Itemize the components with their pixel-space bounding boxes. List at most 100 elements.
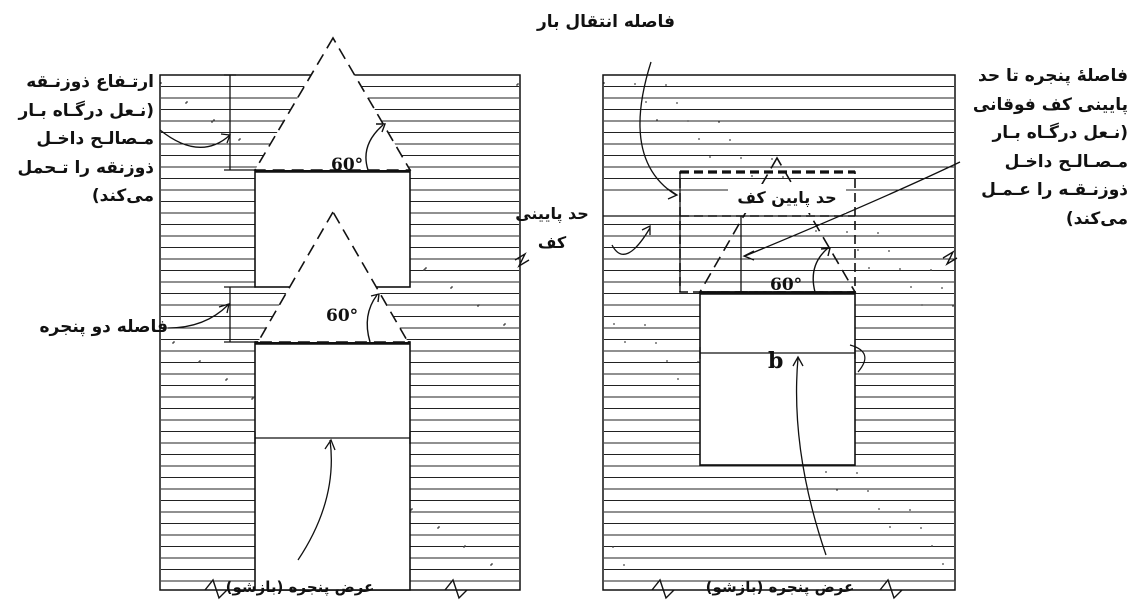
right-break-mark-2 (879, 578, 903, 600)
left-upper-angle-arc (365, 124, 384, 171)
left-lower-load-triangle (256, 210, 410, 343)
mortar-speck (888, 250, 890, 252)
mortar-speck (709, 156, 711, 158)
right-break-mark-1 (651, 578, 675, 600)
mortar-speck (623, 564, 625, 566)
right-break-mark-side (942, 250, 958, 266)
mortar-speck (941, 287, 943, 289)
mortar-speck (815, 230, 817, 232)
mortar-speck (868, 267, 870, 269)
mortar-speck (225, 379, 227, 381)
mortar-speck (665, 84, 667, 86)
mortar-speck (198, 361, 200, 363)
right-transfer-leader (639, 61, 677, 196)
mortar-speck (644, 324, 646, 326)
right-floor-edge-leader (611, 227, 651, 255)
mortar-speck (612, 546, 614, 548)
mortar-speck (503, 324, 505, 326)
mortar-speck (238, 139, 240, 141)
right-wall-outline (602, 74, 956, 591)
left-lower-window (254, 341, 411, 591)
mortar-speck (729, 139, 731, 141)
left-width-arrow (324, 438, 336, 451)
left-upper-angle-arrow (376, 123, 387, 133)
mortar-speck (856, 472, 858, 474)
mortar-speck (437, 527, 439, 529)
left-break-mark-2 (444, 578, 468, 600)
left-gap-leader (167, 304, 229, 329)
right-window (699, 291, 856, 466)
mortar-speck (490, 564, 492, 566)
mortar-speck (687, 120, 689, 122)
left-arch-height-arrow (220, 133, 231, 144)
mortar-speck (740, 157, 742, 159)
right-distance-arrow (742, 250, 755, 261)
right-distance-label: فاصلۀ پنجره تا حد پایینی کف فوقانی (نـعل… (972, 66, 1128, 229)
mortar-speck (634, 83, 636, 85)
mortar-speck (172, 342, 174, 344)
mortar-speck (825, 471, 827, 473)
left-gap-arrow (218, 303, 230, 314)
mortar-speck (423, 269, 425, 271)
mortar-speck (697, 361, 699, 363)
right-transfer-label: فاصله انتقال بار (536, 12, 676, 32)
mortar-speck (185, 102, 187, 104)
right-angle-value: 60° (770, 275, 802, 295)
right-angle-arc (812, 247, 829, 293)
mortar-speck (952, 305, 954, 307)
mortar-speck (251, 398, 253, 400)
left-lower-angle-arrow (370, 293, 380, 303)
right-distance-leader (744, 161, 961, 257)
right-floor-inner-label: حد پایین کف (728, 184, 846, 213)
mortar-speck (211, 121, 213, 123)
mortar-speck (867, 490, 869, 492)
mortar-speck (771, 158, 773, 160)
mortar-speck (877, 232, 879, 234)
mortar-speck (450, 287, 452, 289)
left-width-caption: عرض پنجره (بازشو) (225, 578, 375, 596)
right-load-triangle (698, 156, 857, 293)
mortar-speck (931, 545, 933, 547)
left-width-leader (297, 439, 332, 561)
mortar-speck (920, 527, 922, 529)
mortar-speck (846, 231, 848, 233)
mortar-speck (909, 509, 911, 511)
mortar-speck (676, 102, 678, 104)
mortar-speck (677, 378, 679, 380)
right-angle-arrow (820, 247, 831, 257)
mortar-speck (899, 268, 901, 270)
mortar-speck (613, 323, 615, 325)
mortar-speck (666, 360, 668, 362)
left-arch-height-leader (159, 129, 231, 148)
mortar-speck (782, 176, 784, 178)
left-arch-height-label: ارتـفاع ذوزنـقه (نـعل درگـاه بـار مـصالـ… (17, 72, 154, 206)
mortar-speck (942, 563, 944, 565)
right-side-mark (849, 344, 866, 373)
left-lower-angle-value: 60° (326, 306, 358, 326)
mortar-speck (463, 546, 465, 548)
mortar-speck (718, 121, 720, 123)
mortar-speck (516, 84, 518, 86)
right-width-leader (795, 357, 827, 556)
right-width-caption: عرض پنجره (بازشو) (705, 578, 855, 596)
mortar-speck (698, 138, 700, 140)
mortar-speck (624, 341, 626, 343)
left-break-mark-1 (204, 578, 228, 600)
right-width-arrow (792, 355, 804, 367)
mortar-speck (889, 526, 891, 528)
mortar-speck (645, 101, 647, 103)
mortar-speck (751, 175, 753, 177)
right-width-symbol: b (768, 348, 783, 374)
right-floor-edge-label: حد پایینی کف (515, 204, 589, 252)
mortar-speck (921, 304, 923, 306)
left-lower-angle-arc (366, 294, 378, 343)
mortar-speck (857, 249, 859, 251)
mortar-speck (477, 305, 479, 307)
left-upper-load-triangle (253, 36, 412, 171)
mortar-speck (836, 489, 838, 491)
mortar-speck (930, 269, 932, 271)
mortar-speck (656, 119, 658, 121)
mortar-speck (655, 342, 657, 344)
